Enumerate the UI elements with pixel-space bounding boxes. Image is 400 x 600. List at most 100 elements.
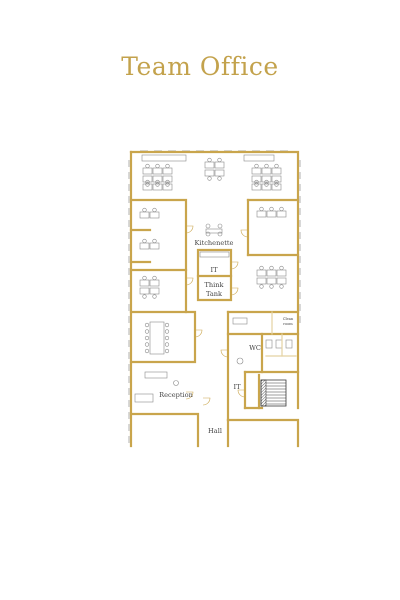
window-right [298, 280, 301, 287]
window-right [298, 220, 301, 227]
desk [162, 183, 173, 191]
wall-segment [129, 150, 300, 410]
door-swing [230, 261, 239, 270]
desk [204, 161, 215, 169]
conference-chair [164, 322, 170, 328]
window-left [128, 184, 131, 191]
room-label-kitchenette: Kitchenette [195, 239, 234, 247]
chair [279, 206, 284, 212]
window-left [128, 196, 131, 203]
desk [204, 169, 215, 177]
wall-segment [226, 332, 264, 374]
sink-counter [232, 317, 248, 325]
conference-chair [164, 342, 170, 347]
desk [149, 211, 160, 219]
reception-desk [144, 371, 168, 379]
window-left [128, 208, 131, 215]
window-left [128, 244, 131, 251]
kitchen-table [205, 228, 223, 234]
desk [149, 279, 160, 287]
page-title: Team Office [121, 52, 279, 81]
desk [214, 161, 225, 169]
furniture-layer [134, 154, 293, 403]
toilet [275, 339, 283, 349]
window-right [298, 172, 301, 179]
walls-layer [129, 150, 300, 448]
window-left [128, 400, 131, 407]
desk [251, 183, 262, 191]
chair [274, 182, 279, 187]
desk [142, 175, 153, 183]
chair [269, 265, 274, 271]
room-label-it-top: IT [210, 266, 218, 274]
toilet [265, 339, 273, 349]
door-swing [185, 225, 194, 234]
window-left [128, 376, 131, 383]
chair [152, 207, 157, 213]
desk [261, 183, 272, 191]
desk [139, 242, 150, 250]
wc-basin [236, 357, 244, 365]
conference-chair [164, 329, 170, 334]
desk [276, 269, 287, 277]
chair [269, 206, 274, 212]
reception-sofa [134, 393, 154, 403]
chair [264, 182, 269, 187]
stool [217, 231, 223, 237]
desk [162, 175, 173, 183]
chair [145, 163, 150, 169]
wall-segment [129, 198, 188, 272]
wall-segment [196, 248, 233, 302]
chair [254, 182, 259, 187]
window-left [128, 268, 131, 275]
stairwell [260, 379, 287, 407]
chair [264, 163, 269, 169]
conference-table [149, 321, 165, 355]
chair [142, 294, 147, 299]
door-swing [220, 349, 229, 358]
window-right [298, 208, 301, 215]
kitchen-counter [199, 251, 230, 258]
door-swing [237, 389, 246, 398]
chair [217, 176, 222, 181]
door-swing [194, 329, 203, 338]
conference-chair [144, 335, 150, 341]
window-left [128, 412, 131, 419]
chair [259, 206, 264, 212]
window-left [128, 388, 131, 395]
doors-layer [185, 225, 249, 406]
desk [139, 279, 150, 287]
chair [152, 238, 157, 244]
chair [207, 157, 212, 163]
stool [217, 223, 223, 229]
window-right [298, 160, 301, 167]
chair [145, 179, 150, 185]
bench-table [243, 154, 275, 162]
window-right [298, 244, 301, 251]
room-label-think-tank-2: Tank [206, 290, 223, 298]
room-label-think-tank-1: Think [205, 281, 225, 289]
stool [205, 223, 211, 229]
window-left [128, 280, 131, 287]
conference-chair [144, 348, 150, 354]
chair [274, 163, 279, 169]
chair [269, 284, 274, 289]
room-label-clean-1: Clean [283, 317, 294, 321]
desk [251, 175, 262, 183]
room-label-it-bottom: IT [233, 383, 241, 391]
wall-segment [129, 310, 197, 364]
bench-table [141, 154, 187, 162]
desk [266, 269, 277, 277]
window-left [128, 352, 131, 359]
chair [264, 179, 269, 185]
window-left [128, 424, 131, 431]
room-label-clean-2: room [283, 322, 293, 326]
desk [149, 242, 160, 250]
reception-chair [173, 380, 179, 386]
desk [139, 287, 150, 295]
window-left [128, 232, 131, 239]
chair [165, 179, 170, 185]
chair [254, 163, 259, 169]
chair [142, 238, 147, 244]
